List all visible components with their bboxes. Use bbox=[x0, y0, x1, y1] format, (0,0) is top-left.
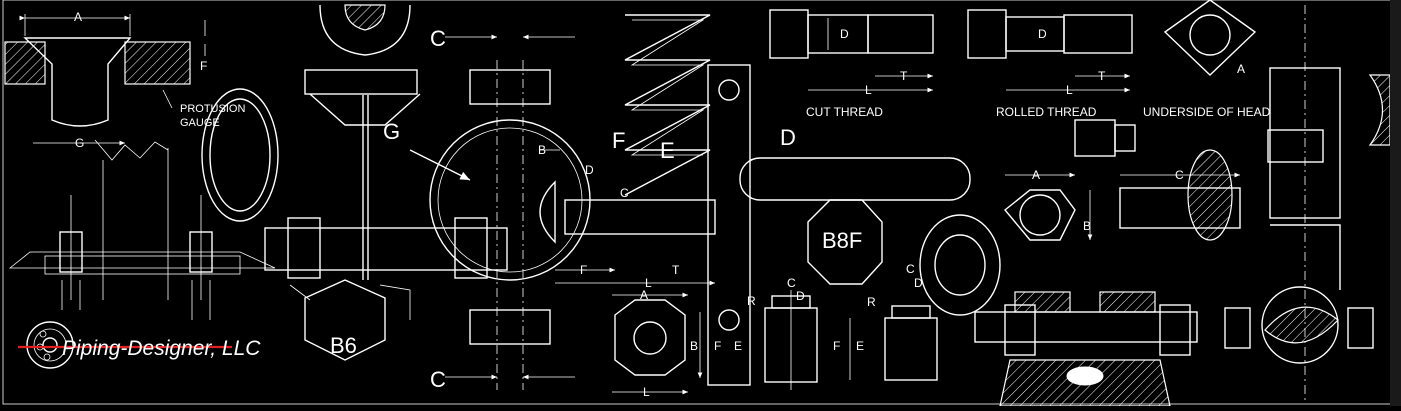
dim-label-c-top: C bbox=[430, 26, 446, 51]
pipe-clamp-drawing: B D C F L T bbox=[409, 60, 716, 390]
countersunk-rivet-drawing: A F G PROTUSION GAUGE bbox=[4, 10, 279, 300]
slotted-nut-drawing: A B L F E bbox=[612, 288, 742, 399]
dim-label-b-nut: B bbox=[1083, 219, 1091, 233]
spring-and-stud-drawing: F E D bbox=[612, 14, 971, 386]
dim-label-f4: F bbox=[833, 339, 840, 353]
dim-label-a-diamond: A bbox=[1237, 62, 1245, 76]
dim-label-f-washer: F bbox=[714, 339, 721, 353]
caption-rolled-thread: ROLLED THREAD bbox=[996, 105, 1097, 119]
dim-label-l-cut: L bbox=[865, 83, 872, 97]
caption-underside-of-head: UNDERSIDE OF HEAD bbox=[1143, 105, 1271, 119]
dim-label-a1: A bbox=[74, 10, 82, 24]
dim-label-b1: B bbox=[538, 143, 546, 157]
bolt-label-b6: B6 bbox=[330, 333, 357, 358]
dim-label-d-cut: D bbox=[840, 27, 849, 41]
dim-label-c-cylinder: C bbox=[1175, 168, 1184, 182]
dim-label-e-washer: E bbox=[734, 339, 742, 353]
dim-label-e2: E bbox=[856, 339, 864, 353]
hex-nut-drawing: A B bbox=[919, 168, 1093, 316]
dim-label-c1: C bbox=[620, 186, 629, 200]
dim-label-e1: E bbox=[660, 138, 675, 163]
rolled-thread-bolt-drawing: D T L ROLLED THREAD bbox=[967, 9, 1136, 157]
dim-label-c-bottom: C bbox=[430, 367, 446, 392]
bolt-label-b8f: B8F bbox=[822, 228, 862, 253]
label-gauge: GAUGE bbox=[180, 117, 220, 129]
dim-label-l1: L bbox=[645, 276, 652, 290]
dim-label-d1: D bbox=[585, 163, 594, 177]
dim-label-a-slot: A bbox=[640, 288, 648, 302]
logo-text: Piping-Designer, LLC bbox=[62, 337, 261, 360]
dim-label-l-roll: L bbox=[1066, 83, 1073, 97]
dim-label-g2: G bbox=[383, 119, 400, 144]
cut-thread-bolt-drawing: D T L CUT THREAD bbox=[769, 9, 934, 119]
flange-bolt-assembly bbox=[8, 195, 276, 320]
dim-label-d-big: D bbox=[780, 125, 796, 150]
dim-label-r1: R bbox=[747, 294, 756, 308]
dim-label-d2: D bbox=[796, 289, 805, 303]
right-edge-strip bbox=[1390, 0, 1401, 406]
dim-label-b-slot: B bbox=[690, 339, 698, 353]
dim-label-c3: C bbox=[906, 262, 915, 276]
company-logo: Piping-Designer, LLC bbox=[18, 321, 261, 369]
dim-label-r2: R bbox=[867, 295, 876, 309]
dim-label-t-roll: T bbox=[1098, 69, 1106, 83]
caption-cut-thread: CUT THREAD bbox=[806, 105, 883, 119]
dim-label-l-slot: L bbox=[643, 385, 650, 399]
dim-label-t1: T bbox=[672, 263, 680, 277]
pipe-clamp-right-drawing bbox=[1224, 5, 1391, 400]
underside-of-head-drawing: A UNDERSIDE OF HEAD C bbox=[1119, 0, 1271, 241]
dim-label-a-nut: A bbox=[1032, 168, 1040, 182]
dim-label-f2: F bbox=[580, 263, 587, 277]
dim-label-d3: D bbox=[914, 276, 923, 290]
dim-label-g1: G bbox=[75, 136, 84, 150]
dim-label-t-cut: T bbox=[900, 69, 908, 83]
dim-label-f3: F bbox=[612, 128, 625, 153]
lower-rod-assembly bbox=[974, 291, 1198, 407]
dim-label-d-roll: D bbox=[1038, 27, 1047, 41]
dim-label-f1: F bbox=[200, 59, 207, 73]
dim-label-c2: C bbox=[787, 276, 796, 290]
pipe-hanger-drawing: B6 C C G bbox=[264, 4, 575, 392]
hex-head-side-views: R C D B8F R F E C D bbox=[747, 199, 938, 390]
